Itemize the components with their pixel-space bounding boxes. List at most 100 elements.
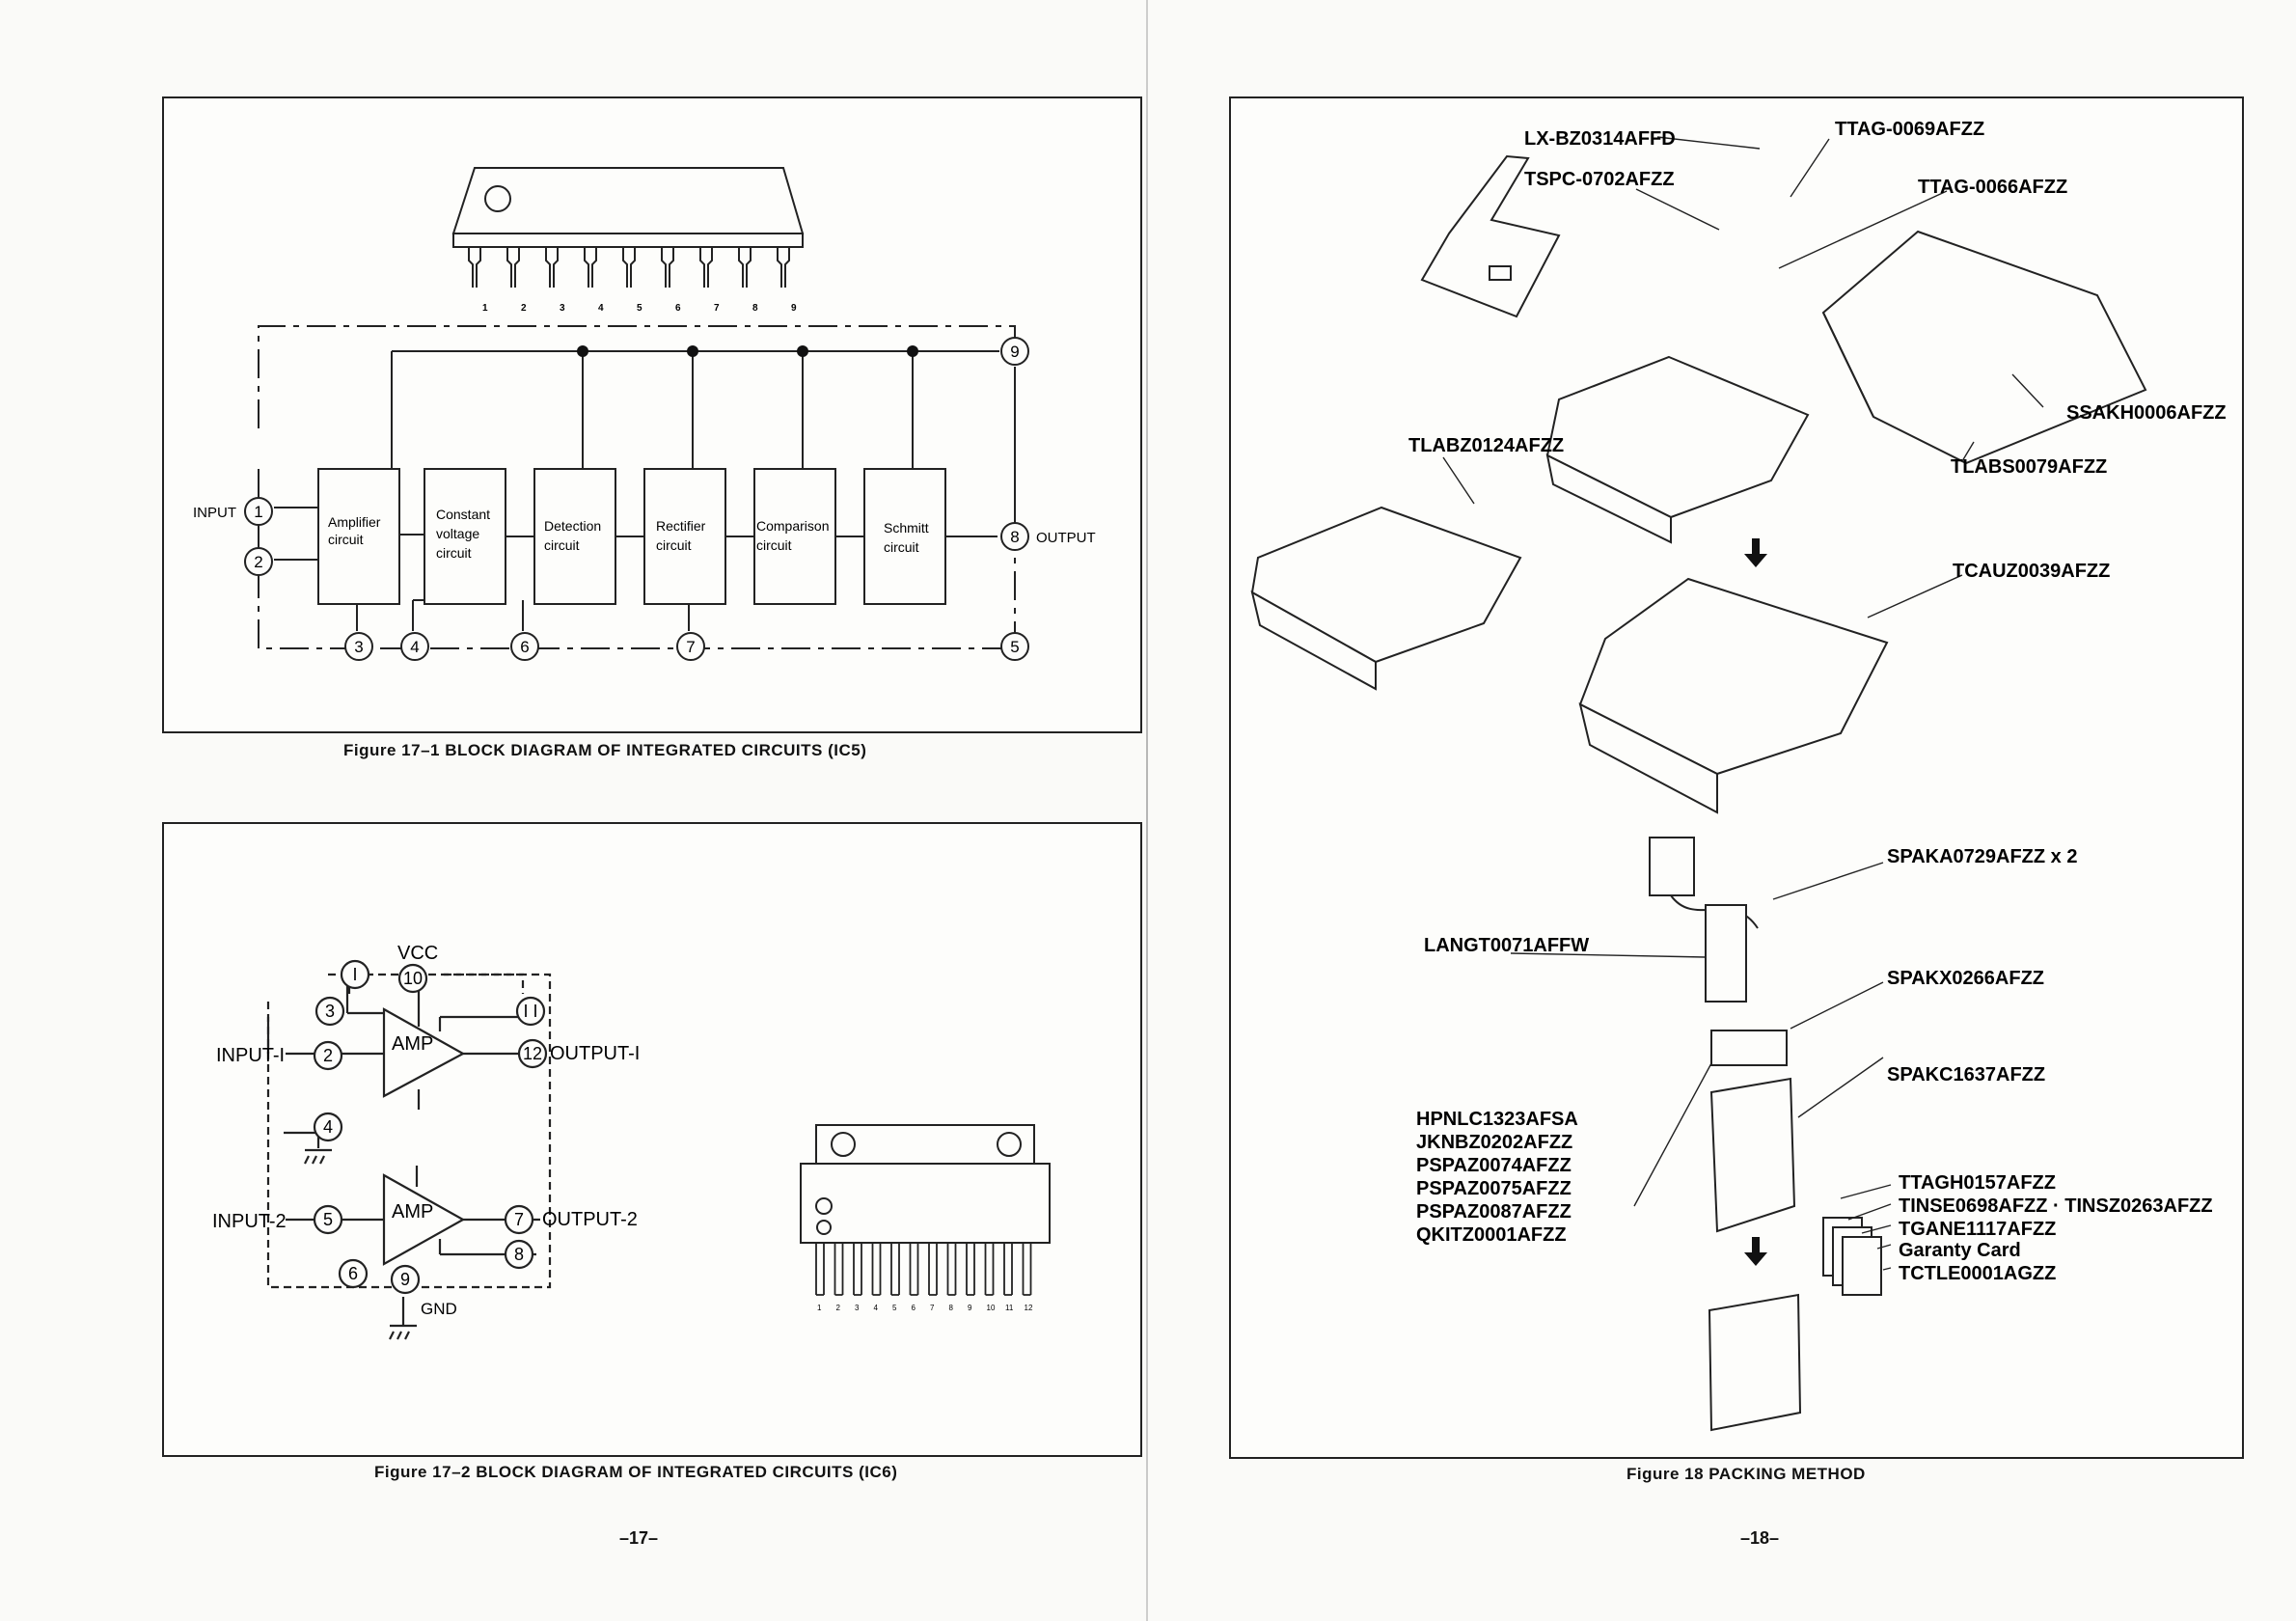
ic6-package-leads xyxy=(815,1243,1032,1296)
ic5-package-drawing xyxy=(451,167,805,248)
accessory-item: HPNLC1323AFSA xyxy=(1416,1109,1578,1130)
pin-number: 6 xyxy=(912,1304,916,1312)
ic6-lead xyxy=(1022,1243,1032,1296)
input-2-label: INPUT-2 xyxy=(212,1211,287,1232)
pin-number: 9 xyxy=(791,303,797,314)
node-number: 3 xyxy=(354,638,363,656)
ic6-lead xyxy=(909,1243,919,1296)
figure-18-diagram: LX-BZ0314AFFD TTAG-0069AFZZ TSPC-0702AFZ… xyxy=(1250,119,2227,1432)
node-number: 12 xyxy=(523,1044,542,1063)
ic6-node-numbers: I 10 3 2 I I 12 4 5 7 8 6 9 xyxy=(323,965,542,1289)
page-number-right: –18– xyxy=(1740,1528,1780,1548)
ic5-node-circles xyxy=(244,337,1029,661)
ic5-package-leads xyxy=(468,247,790,288)
vcc-label: VCC xyxy=(397,943,438,964)
block-label: Comparison xyxy=(756,518,829,534)
node-number: I xyxy=(352,965,357,984)
ic5-lead xyxy=(584,247,597,288)
node-number: 2 xyxy=(254,553,262,571)
part-label: SSAKH0006AFZZ xyxy=(2066,402,2227,424)
ic5-lead xyxy=(777,247,790,288)
ic6-lead xyxy=(834,1243,844,1296)
bottom-carton-drawing xyxy=(1708,1293,1802,1432)
comparison-block xyxy=(753,468,836,605)
amp-label-2: AMP xyxy=(392,1201,433,1223)
ic5-pin-numbers: 1 2 3 4 5 6 7 8 9 xyxy=(482,303,797,314)
part-label: Garanty Card xyxy=(1899,1240,2021,1261)
tag-slot-drawing xyxy=(1489,265,1512,281)
pin-number: 12 xyxy=(1025,1304,1033,1312)
block-label: Rectifier xyxy=(656,518,706,534)
block-label: Amplifier xyxy=(328,514,381,530)
ic5-lead xyxy=(622,247,636,288)
block-label: Detection xyxy=(544,518,601,534)
node-number: 10 xyxy=(403,969,423,988)
block-label: voltage xyxy=(436,526,479,541)
block-label: circuit xyxy=(436,545,472,561)
ic5-lead xyxy=(661,247,674,288)
node-number: 7 xyxy=(514,1210,524,1229)
pin-number: 3 xyxy=(855,1304,860,1312)
figure-18-caption: Figure 18 PACKING METHOD xyxy=(1626,1465,1866,1483)
node-number: 5 xyxy=(1010,638,1019,656)
node-number: 8 xyxy=(514,1245,524,1264)
figure-17-2-frame: I 10 3 2 I I 12 4 5 7 8 6 9 VCC AMP AMP … xyxy=(162,822,1142,1457)
pin-number: 8 xyxy=(752,303,758,314)
schmitt-block xyxy=(863,468,946,605)
ic6-lead xyxy=(853,1243,862,1296)
part-label: LANGT0071AFFW xyxy=(1424,935,1589,956)
ic5-block-labels: Amplifier circuit Constant voltage circu… xyxy=(328,507,929,561)
ic6-lead xyxy=(1003,1243,1013,1296)
part-labels: LX-BZ0314AFFD TTAG-0069AFZZ TSPC-0702AFZ… xyxy=(1408,119,2227,1284)
constant-voltage-block xyxy=(424,468,506,605)
cable-block-drawing xyxy=(1705,904,1747,1003)
gnd-label: GND xyxy=(421,1300,457,1318)
part-label: TCAUZ0039AFZZ xyxy=(1953,561,2110,582)
pin-number: 5 xyxy=(637,303,642,314)
ic6-node-circles xyxy=(313,959,548,1295)
block-label: Constant xyxy=(436,507,490,522)
small-box-drawing xyxy=(1710,1030,1788,1066)
part-label: TTAG-0066AFZZ xyxy=(1918,177,2067,198)
input-1-label: INPUT-I xyxy=(216,1045,285,1066)
ic6-lead xyxy=(815,1243,825,1296)
ic6-package-drawing xyxy=(800,1124,1051,1244)
node-number: 6 xyxy=(520,638,529,656)
pin-number: 3 xyxy=(560,303,565,314)
block-label: circuit xyxy=(656,537,692,553)
node-number: 6 xyxy=(348,1264,358,1283)
accessory-list: HPNLC1323AFSA JKNBZ0202AFZZ PSPAZ0074AFZ… xyxy=(1416,1109,1578,1246)
outer-carton-lid-drawing xyxy=(1821,230,2147,465)
accessory-item: PSPAZ0087AFZZ xyxy=(1416,1201,1572,1223)
amp-label-1: AMP xyxy=(392,1033,433,1055)
node-number: 7 xyxy=(686,638,695,656)
ic6-labels: VCC AMP AMP INPUT-I INPUT-2 OUTPUT-I OUT… xyxy=(212,943,640,1318)
ground-symbols xyxy=(304,1148,417,1340)
figure-17-1-frame: 1 2 3 4 5 6 7 8 9 xyxy=(162,96,1142,733)
part-label: SPAKA0729AFZZ x 2 xyxy=(1887,846,2077,867)
accessory-item: PSPAZ0074AFZZ xyxy=(1416,1155,1572,1176)
pin-number: 8 xyxy=(949,1304,954,1312)
pin-number: 7 xyxy=(714,303,720,314)
rectifier-block xyxy=(643,468,726,605)
part-label: SPAKX0266AFZZ xyxy=(1887,968,2044,989)
node-number: 8 xyxy=(1010,528,1019,546)
pin-number: 4 xyxy=(598,303,604,314)
tag-card-drawing xyxy=(1420,154,1561,318)
part-label: TGANE1117AFZZ xyxy=(1899,1219,2056,1240)
output-1-label: OUTPUT-I xyxy=(550,1043,640,1064)
part-label: TINSE0698AFZZ · TINSZ0263AFZZ xyxy=(1899,1195,2213,1217)
pin-number: 9 xyxy=(968,1304,972,1312)
input-label: INPUT xyxy=(193,505,236,521)
part-label: TSPC-0702AFZZ xyxy=(1524,169,1675,190)
part-label: LX-BZ0314AFFD xyxy=(1524,128,1676,150)
inner-carton-drawing xyxy=(1709,1077,1796,1233)
ic5-lead xyxy=(699,247,713,288)
figure-18-frame: LX-BZ0314AFFD TTAG-0069AFZZ TSPC-0702AFZ… xyxy=(1229,96,2244,1459)
part-label: TTAG-0069AFZZ xyxy=(1835,119,1984,140)
output-2-label: OUTPUT-2 xyxy=(542,1209,638,1230)
node-number: I I xyxy=(523,1002,537,1021)
block-label: Schmitt xyxy=(884,520,929,536)
part-label: TTAGH0157AFZZ xyxy=(1899,1172,2056,1194)
accessory-item: QKITZ0001AFZZ xyxy=(1416,1224,1567,1246)
